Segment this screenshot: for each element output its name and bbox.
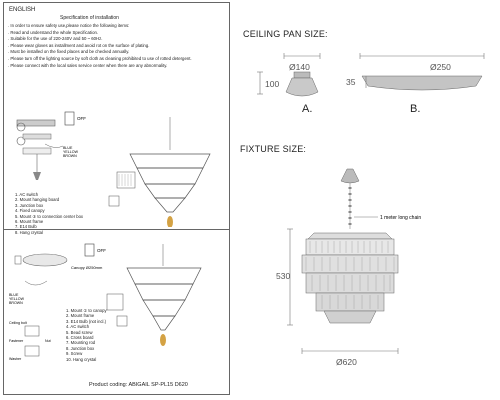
legend-item: 7. Mounting rod (66, 340, 96, 346)
wire-label: BLUE (9, 293, 19, 297)
spec-line: . Suitable for the use of 220-240V and 5… (8, 36, 103, 42)
legend-item: 1. Mount ① to canopy (66, 308, 107, 313)
legend-top: 1. AC switch 2. Mount hanging board 3. J… (15, 192, 83, 235)
off-label: OFF (97, 248, 106, 253)
fixture-drawing: 1 meter long chain 530 Ø620 (276, 168, 421, 367)
chain-label: 1 meter long chain (380, 215, 421, 221)
ceiling-pan-title: CEILING PAN SIZE: (243, 29, 328, 39)
ceiling-pan-drawing: Ø140 100 Ø250 35 (257, 53, 485, 97)
product-coding: Product coding: ABIGAIL SP-PL15 D620 (89, 382, 188, 388)
install-diagram-top: OFF BLUE YELLOW BROWN (16, 111, 211, 227)
legend-item: 6. Mount frame (15, 219, 44, 225)
fixture-width: Ø620 (336, 357, 357, 367)
language-label: ENGLISH (9, 7, 36, 13)
fixture-title: FIXTURE SIZE: (240, 144, 307, 154)
spec-list: . In order to ensure safety use,please n… (8, 23, 226, 69)
wire-label: BROWN (63, 154, 77, 158)
spec-line: . Read and understand the whole Specific… (8, 29, 99, 35)
instruction-frame (3, 2, 230, 395)
pan-b-height: 35 (346, 77, 356, 87)
legend-item: 10. Hang crystal (66, 356, 97, 362)
legend-item: 5. Mount ③ to connection center box (15, 213, 84, 219)
legend-item: 2. Mount frame (66, 313, 95, 319)
off-label: OFF (77, 116, 86, 121)
legend-item: 5. Bead screw (66, 329, 93, 335)
legend-item: 3. E14 Bulb (not incl.) (66, 318, 107, 324)
install-diagram-bottom: Canopy Ø250mm BLUE YELLOW BROWN OFF Ceil… (9, 243, 202, 361)
crystal-tiers (301, 232, 399, 324)
legend-item: 8. Hang crystal (15, 229, 43, 235)
pan-a-height: 100 (265, 79, 279, 89)
spec-line: . In order to ensure safety use,please n… (8, 23, 130, 28)
wire-label: YELLOW (9, 297, 25, 301)
wire-label: BROWN (9, 301, 23, 305)
wire-label: BLUE (63, 146, 73, 150)
legend-item: 7. E14 Bulb (15, 224, 37, 230)
fixture-height: 530 (276, 271, 290, 281)
spec-line: . Must be installed on the fixed places … (8, 49, 130, 55)
pan-b-label: B. (410, 103, 421, 115)
legend-item: 3. Junction box (15, 202, 44, 208)
legend-item: 4. AC switch (66, 324, 90, 330)
small-label: Washer (9, 357, 22, 361)
spec-line: . Please connect with the local sales se… (8, 62, 168, 68)
legend-item: 2. Mount hanging board (15, 197, 60, 203)
spec-title: Specification of installation (60, 15, 119, 21)
small-label: Nut (45, 339, 51, 343)
legend-item: 1. AC switch (15, 192, 39, 197)
pan-a-label: A. (302, 103, 313, 115)
legend-bottom: 1. Mount ① to canopy 2. Mount frame 3. E… (66, 308, 107, 362)
legend-item: 9. Screw (66, 351, 83, 357)
small-label: Fastener (9, 339, 24, 343)
canopy-label: Canopy Ø250mm (71, 265, 103, 270)
spec-line: . Please turn off the lighting source by… (8, 55, 192, 61)
legend-item: 6. Cross board (66, 335, 94, 341)
legend-item: 4. Fixed canopy (15, 208, 45, 214)
panel-divider (3, 229, 230, 230)
small-label: Ceiling bolt (9, 321, 27, 325)
wire-label: YELLOW (63, 150, 79, 154)
pan-a-diameter: Ø140 (289, 62, 310, 72)
legend-item: 8. Junction box (66, 345, 95, 351)
pan-b-diameter: Ø250 (430, 62, 451, 72)
spec-line: . Please wear gloves as installment and … (8, 42, 150, 48)
